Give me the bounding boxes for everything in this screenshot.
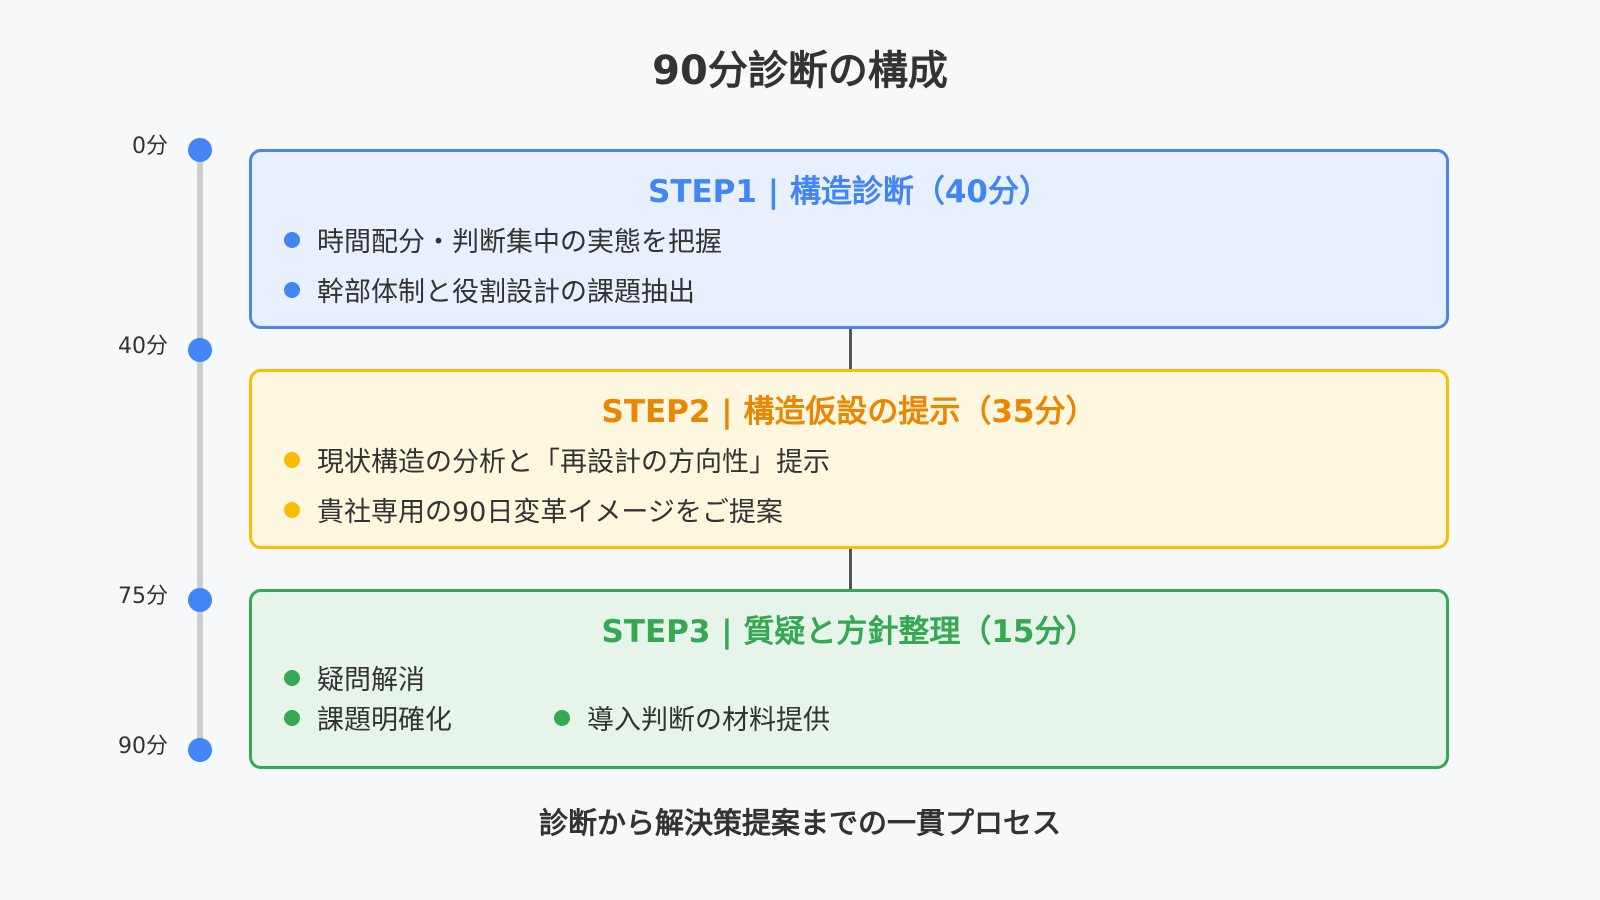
bullet-icon xyxy=(284,501,300,518)
timeline-axis xyxy=(197,150,203,750)
step1-item-text: 幹部体制と役割設計の課題抽出 xyxy=(317,277,695,308)
step3-item-text: 課題明確化 xyxy=(317,705,452,736)
step-connector xyxy=(849,549,852,589)
step1-item: 時間配分・判断集中の実態を把握 xyxy=(284,220,722,259)
step2-title: STEP2 | 構造仮設の提示（35分） xyxy=(601,394,1097,430)
page-title: 90分診断の構成 xyxy=(652,48,948,94)
timeline-label: 0分 xyxy=(132,134,168,159)
step3-item: 導入判断の材料提供 xyxy=(554,698,830,737)
step3-title: STEP3 | 質疑と方針整理（15分） xyxy=(601,614,1097,650)
bullet-icon xyxy=(284,231,300,248)
footer-caption: 診断から解決策提案までの一貫プロセス xyxy=(538,806,1061,840)
bullet-icon xyxy=(284,281,300,298)
timeline-dot xyxy=(188,738,212,762)
step1-card: STEP1 | 構造診断（40分） 時間配分・判断集中の実態を把握 幹部体制と役… xyxy=(249,149,1449,329)
step1-item: 幹部体制と役割設計の課題抽出 xyxy=(284,270,695,309)
step2-item: 貴社専用の90日変革イメージをご提案 xyxy=(284,490,783,529)
bullet-icon xyxy=(284,709,300,726)
step3-card: STEP3 | 質疑と方針整理（15分） 疑問解消 課題明確化 導入判断の材料提… xyxy=(249,589,1449,769)
bullet-icon xyxy=(284,669,300,686)
step2-item-text: 貴社専用の90日変革イメージをご提案 xyxy=(317,497,783,528)
step1-title: STEP1 | 構造診断（40分） xyxy=(648,174,1050,210)
timeline-label: 75分 xyxy=(118,584,168,609)
step3-item-text: 疑問解消 xyxy=(317,665,425,696)
step2-card: STEP2 | 構造仮設の提示（35分） 現状構造の分析と「再設計の方向性」提示… xyxy=(249,369,1449,549)
timeline-label: 90分 xyxy=(118,734,168,759)
bullet-icon xyxy=(284,451,300,468)
timeline-label: 40分 xyxy=(118,334,168,359)
step-connector xyxy=(849,329,852,369)
timeline-dot xyxy=(188,588,212,612)
step2-item-text: 現状構造の分析と「再設計の方向性」提示 xyxy=(317,447,830,478)
step2-item: 現状構造の分析と「再設計の方向性」提示 xyxy=(284,440,830,479)
step1-item-text: 時間配分・判断集中の実態を把握 xyxy=(317,227,722,258)
step3-item-text: 導入判断の材料提供 xyxy=(587,705,830,736)
bullet-icon xyxy=(554,709,570,726)
step3-item: 疑問解消 xyxy=(284,658,425,697)
step3-item: 課題明確化 xyxy=(284,698,452,737)
timeline-dot xyxy=(188,338,212,362)
timeline-dot xyxy=(188,138,212,162)
